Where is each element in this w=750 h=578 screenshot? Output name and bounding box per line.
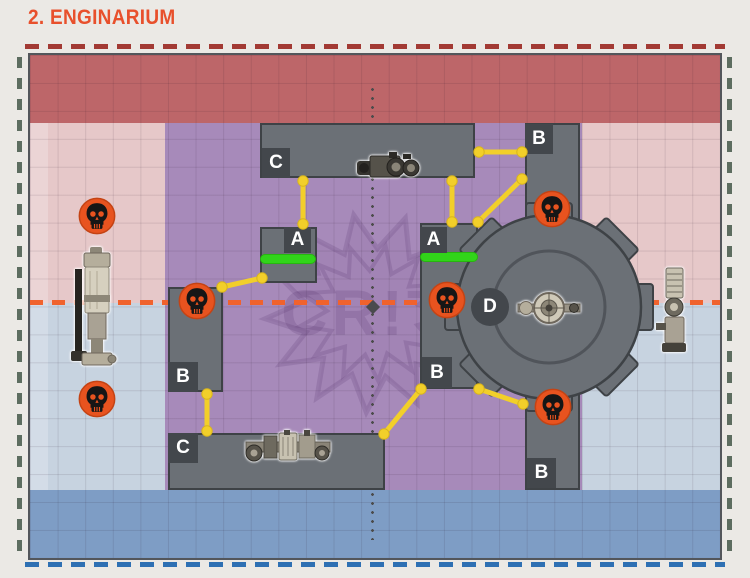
skull-objective-marker bbox=[78, 380, 116, 418]
top-red-zone bbox=[30, 55, 720, 123]
piston-machine bbox=[71, 247, 117, 366]
skull-objective-marker bbox=[178, 282, 216, 320]
attacker-edge-dashed-line bbox=[25, 44, 725, 49]
defender-edge-dashed-line bbox=[25, 562, 725, 567]
ladder-connector bbox=[216, 272, 268, 293]
skull-objective-marker bbox=[534, 388, 572, 426]
engine-machine bbox=[357, 152, 420, 178]
room-label-b: B bbox=[422, 357, 452, 388]
room-label-b: B bbox=[527, 458, 556, 488]
ladder-connector bbox=[472, 173, 528, 228]
room-label-d: D bbox=[471, 288, 509, 326]
conveyor-machine bbox=[656, 267, 686, 352]
skull-objective-marker bbox=[78, 197, 116, 235]
skull-objective-marker bbox=[533, 190, 571, 228]
left-edge-dashed-line bbox=[17, 57, 22, 558]
room-label-b: B bbox=[525, 124, 553, 154]
ladder-connector bbox=[446, 175, 458, 228]
door-a-west bbox=[260, 254, 316, 264]
skull-objective-marker bbox=[428, 281, 466, 319]
ladder-connector bbox=[201, 388, 213, 437]
connector-overlay bbox=[201, 146, 529, 440]
left-edge-highlight bbox=[30, 123, 48, 490]
ladder-connector bbox=[473, 146, 528, 158]
ladder-connector bbox=[297, 175, 309, 230]
room-label-b: B bbox=[168, 362, 198, 392]
bottom-blue-zone bbox=[30, 490, 720, 558]
valve-wheel-machine bbox=[517, 292, 581, 324]
ladder-connector bbox=[473, 383, 529, 410]
page-title: 2. ENGINARIUM bbox=[28, 6, 176, 30]
pump-machine bbox=[245, 430, 331, 462]
room-label-c: C bbox=[262, 148, 290, 178]
room-label-a: A bbox=[284, 227, 311, 253]
room-label-a: A bbox=[420, 227, 447, 253]
door-a-east bbox=[420, 252, 478, 262]
right-edge-dashed-line bbox=[727, 57, 732, 558]
room-label-c: C bbox=[168, 433, 198, 463]
ladder-connector bbox=[378, 383, 427, 440]
